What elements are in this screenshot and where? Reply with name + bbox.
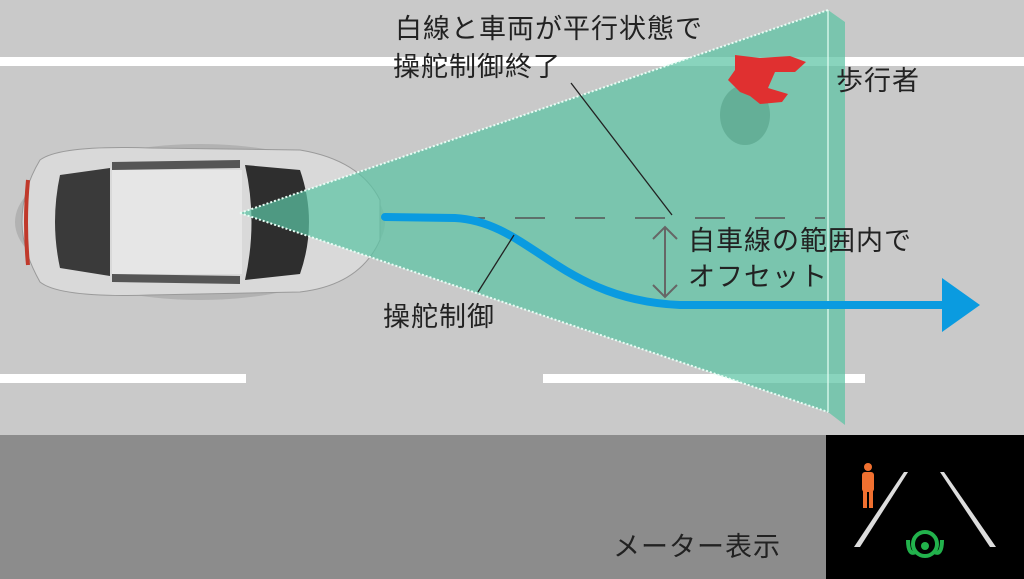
lower-band bbox=[0, 435, 826, 579]
label-parallel-end-line2: 操舵制御終了 bbox=[393, 52, 561, 83]
meter-lane-right bbox=[940, 472, 996, 547]
lane-line-bottom-right bbox=[543, 374, 865, 383]
label-offset-line2: オフセット bbox=[688, 262, 828, 293]
lane-line-bottom-left bbox=[0, 374, 246, 383]
cone-edge-bottom bbox=[239, 212, 829, 413]
label-steering-control: 操舵制御 bbox=[383, 302, 495, 333]
label-parallel-end-line1: 白線と車両が平行状態で bbox=[395, 14, 703, 45]
leader-line-end bbox=[570, 82, 673, 216]
meter-pedestrian-icon bbox=[862, 463, 874, 508]
leader-line-control bbox=[477, 234, 515, 293]
label-meter-display: メーター表示 bbox=[613, 532, 781, 563]
meter-steering-assist-icon bbox=[906, 530, 944, 558]
meter-lane-left bbox=[854, 472, 908, 547]
label-offset-line1: 自車線の範囲内で bbox=[688, 226, 912, 257]
steering-path bbox=[381, 213, 952, 309]
pedestrian-icon bbox=[720, 55, 806, 145]
path-arrowhead bbox=[942, 278, 980, 332]
offset-double-arrow bbox=[652, 225, 678, 299]
meter-display bbox=[826, 435, 1024, 579]
label-pedestrian: 歩行者 bbox=[836, 66, 920, 97]
lane-line-top bbox=[0, 57, 1024, 66]
